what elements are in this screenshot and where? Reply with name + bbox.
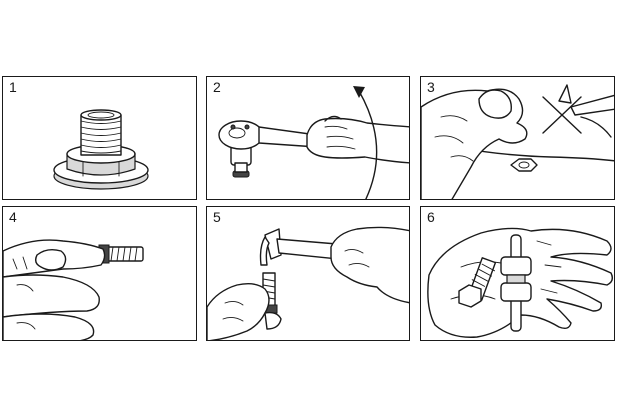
- step-panel-6: 6: [420, 206, 615, 341]
- open-palm-illustration: [427, 227, 614, 338]
- step-number: 6: [427, 209, 435, 225]
- step-panel-1: 1: [2, 76, 197, 200]
- step-number: 5: [213, 209, 221, 225]
- step-number: 2: [213, 79, 221, 95]
- step-panel-3: 3: [420, 76, 615, 200]
- step-panel-2: 2: [206, 76, 410, 200]
- step-number: 4: [9, 209, 17, 225]
- hand-removal-illustration: [421, 84, 614, 199]
- drain-plug-illustration: [53, 109, 149, 190]
- step-panel-5: 5: [206, 206, 410, 341]
- ratchet-illustration: [218, 86, 409, 199]
- step-number: 3: [427, 79, 435, 95]
- step-number: 1: [9, 79, 17, 95]
- step-panel-4: 4: [2, 206, 197, 341]
- inspect-bolt-illustration: [3, 239, 144, 340]
- hammer-illustration: [207, 226, 409, 340]
